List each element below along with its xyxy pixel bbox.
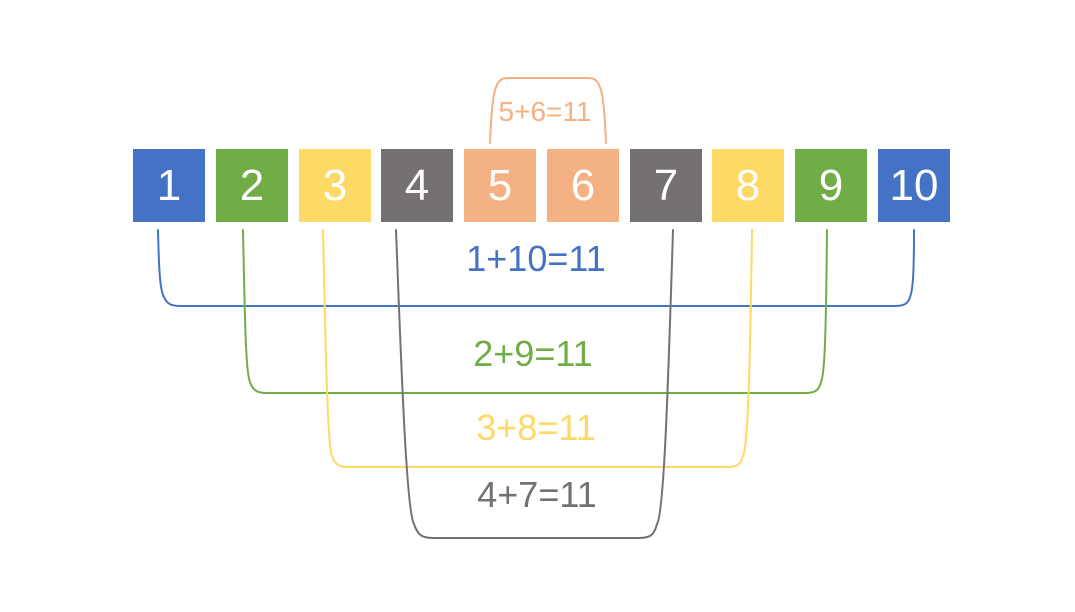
number-box-10: 10 bbox=[878, 149, 950, 222]
pair-label-1-10: 1+10=11 bbox=[466, 238, 606, 279]
number-box-2: 2 bbox=[216, 149, 288, 222]
number-box-9: 9 bbox=[795, 149, 867, 222]
number-box-3: 3 bbox=[299, 149, 371, 222]
number-box-6: 6 bbox=[547, 149, 619, 222]
number-box-4: 4 bbox=[381, 149, 453, 222]
number-box-7: 7 bbox=[630, 149, 702, 222]
pair-label-3-8: 3+8=11 bbox=[476, 407, 596, 448]
pair-label-5-6: 5+6=11 bbox=[498, 96, 592, 127]
pair-label-2-9: 2+9=11 bbox=[473, 333, 593, 374]
number-box-1: 1 bbox=[133, 149, 205, 222]
number-box-5: 5 bbox=[464, 149, 536, 222]
number-box-8: 8 bbox=[712, 149, 784, 222]
pair-label-4-7: 4+7=11 bbox=[477, 474, 597, 515]
